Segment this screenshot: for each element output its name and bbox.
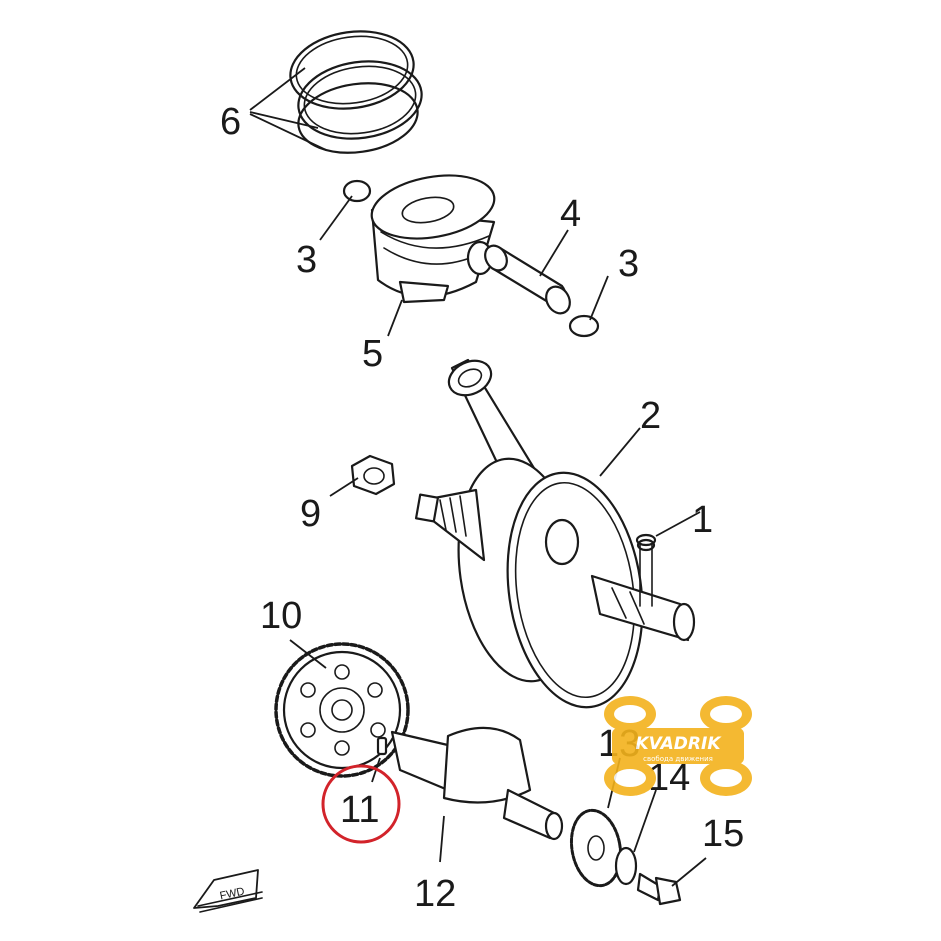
callout-3-right: 3 <box>618 243 639 285</box>
bolt <box>636 872 682 906</box>
callout-12: 12 <box>414 873 456 915</box>
callout-15: 15 <box>702 813 744 855</box>
callout-2: 2 <box>640 395 661 437</box>
callout-9: 9 <box>300 493 321 535</box>
woodruff-key <box>376 736 388 756</box>
callout-6: 6 <box>220 101 241 143</box>
watermark-brand: KVADRIK <box>635 734 722 754</box>
piston-pin-clip-right <box>568 314 600 338</box>
leader-lines <box>249 67 707 887</box>
callout-11: 11 <box>340 789 379 831</box>
piston-pin <box>484 244 571 315</box>
callout-1: 1 <box>692 499 713 541</box>
fwd-arrow-icon <box>193 869 263 913</box>
kvadrik-watermark-logo: KVADRIK свобода движения <box>604 696 752 796</box>
piston <box>370 174 496 304</box>
highlight-circle <box>321 764 401 844</box>
dowel-pin <box>635 533 657 607</box>
callout-10: 10 <box>260 595 302 637</box>
balancer-drive-gear <box>274 642 410 778</box>
piston-rings <box>289 30 423 154</box>
callout-3-left: 3 <box>296 239 317 281</box>
crankshaft-assembly <box>414 358 696 709</box>
balancer-shaft <box>390 726 564 841</box>
piston-pin-clip-left <box>342 179 372 203</box>
fwd-label: FWD <box>219 885 246 902</box>
callout-5: 5 <box>362 333 383 375</box>
balancer-driven-gear <box>569 808 623 888</box>
nut <box>350 454 396 496</box>
callout-4: 4 <box>560 193 581 235</box>
watermark-tagline: свобода движения <box>643 755 713 763</box>
washer <box>614 846 638 886</box>
